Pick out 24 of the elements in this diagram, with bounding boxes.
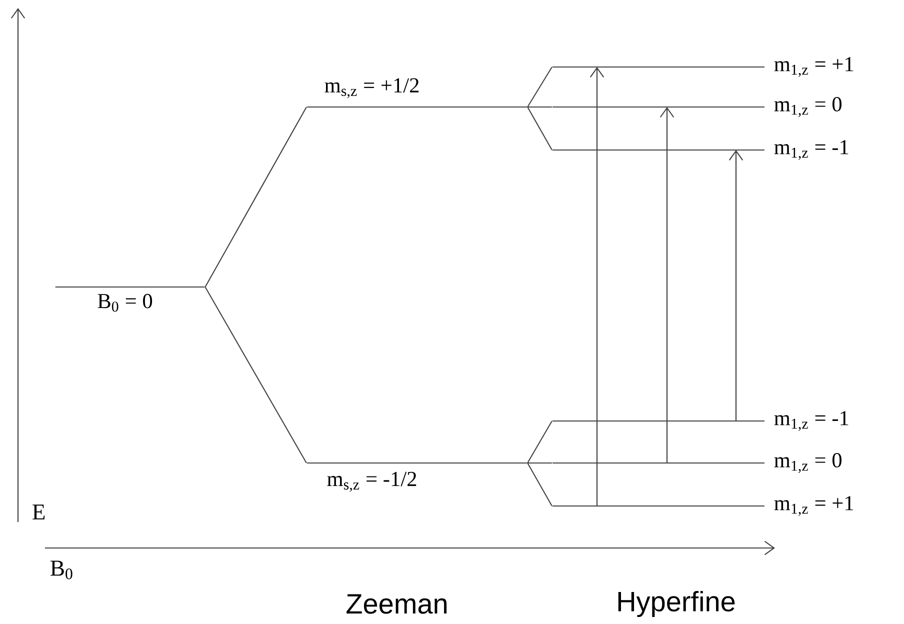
axis-label: E — [32, 504, 45, 520]
level-label: B$_{0}$ = 0 — [98, 294, 152, 312]
transition-arrow — [728, 150, 744, 421]
splitting-line — [527, 420, 552, 464]
splitting-line — [528, 462, 552, 464]
level-label: m$_{s,z}$ = +1/2 — [324, 78, 419, 98]
splitting-line — [204, 286, 307, 464]
transition-arrow — [590, 67, 604, 506]
level-label: m$_{1,z}$ = +1 — [774, 496, 854, 516]
splitting-line — [527, 66, 552, 108]
section-title: Hyperfine — [618, 590, 735, 618]
splitting-line — [527, 462, 552, 506]
splitting-line — [527, 106, 552, 150]
axis-label: B$_{0}$ — [50, 560, 72, 580]
splitting-line — [528, 106, 552, 108]
splitting-line — [204, 106, 307, 288]
level-label: m$_{s,z}$ = -1/2 — [327, 472, 416, 492]
level-label: m$_{1,z}$ = -1 — [774, 411, 848, 431]
level-label: m$_{1,z}$ = -1 — [774, 140, 848, 160]
level-label: m$_{1,z}$ = +1 — [774, 57, 854, 77]
level-label: m$_{1,z}$ = 0 — [774, 97, 842, 117]
transition-arrow — [660, 107, 674, 463]
section-title: Zeeman — [346, 594, 447, 614]
level-label: m$_{1,z}$ = 0 — [774, 453, 842, 473]
